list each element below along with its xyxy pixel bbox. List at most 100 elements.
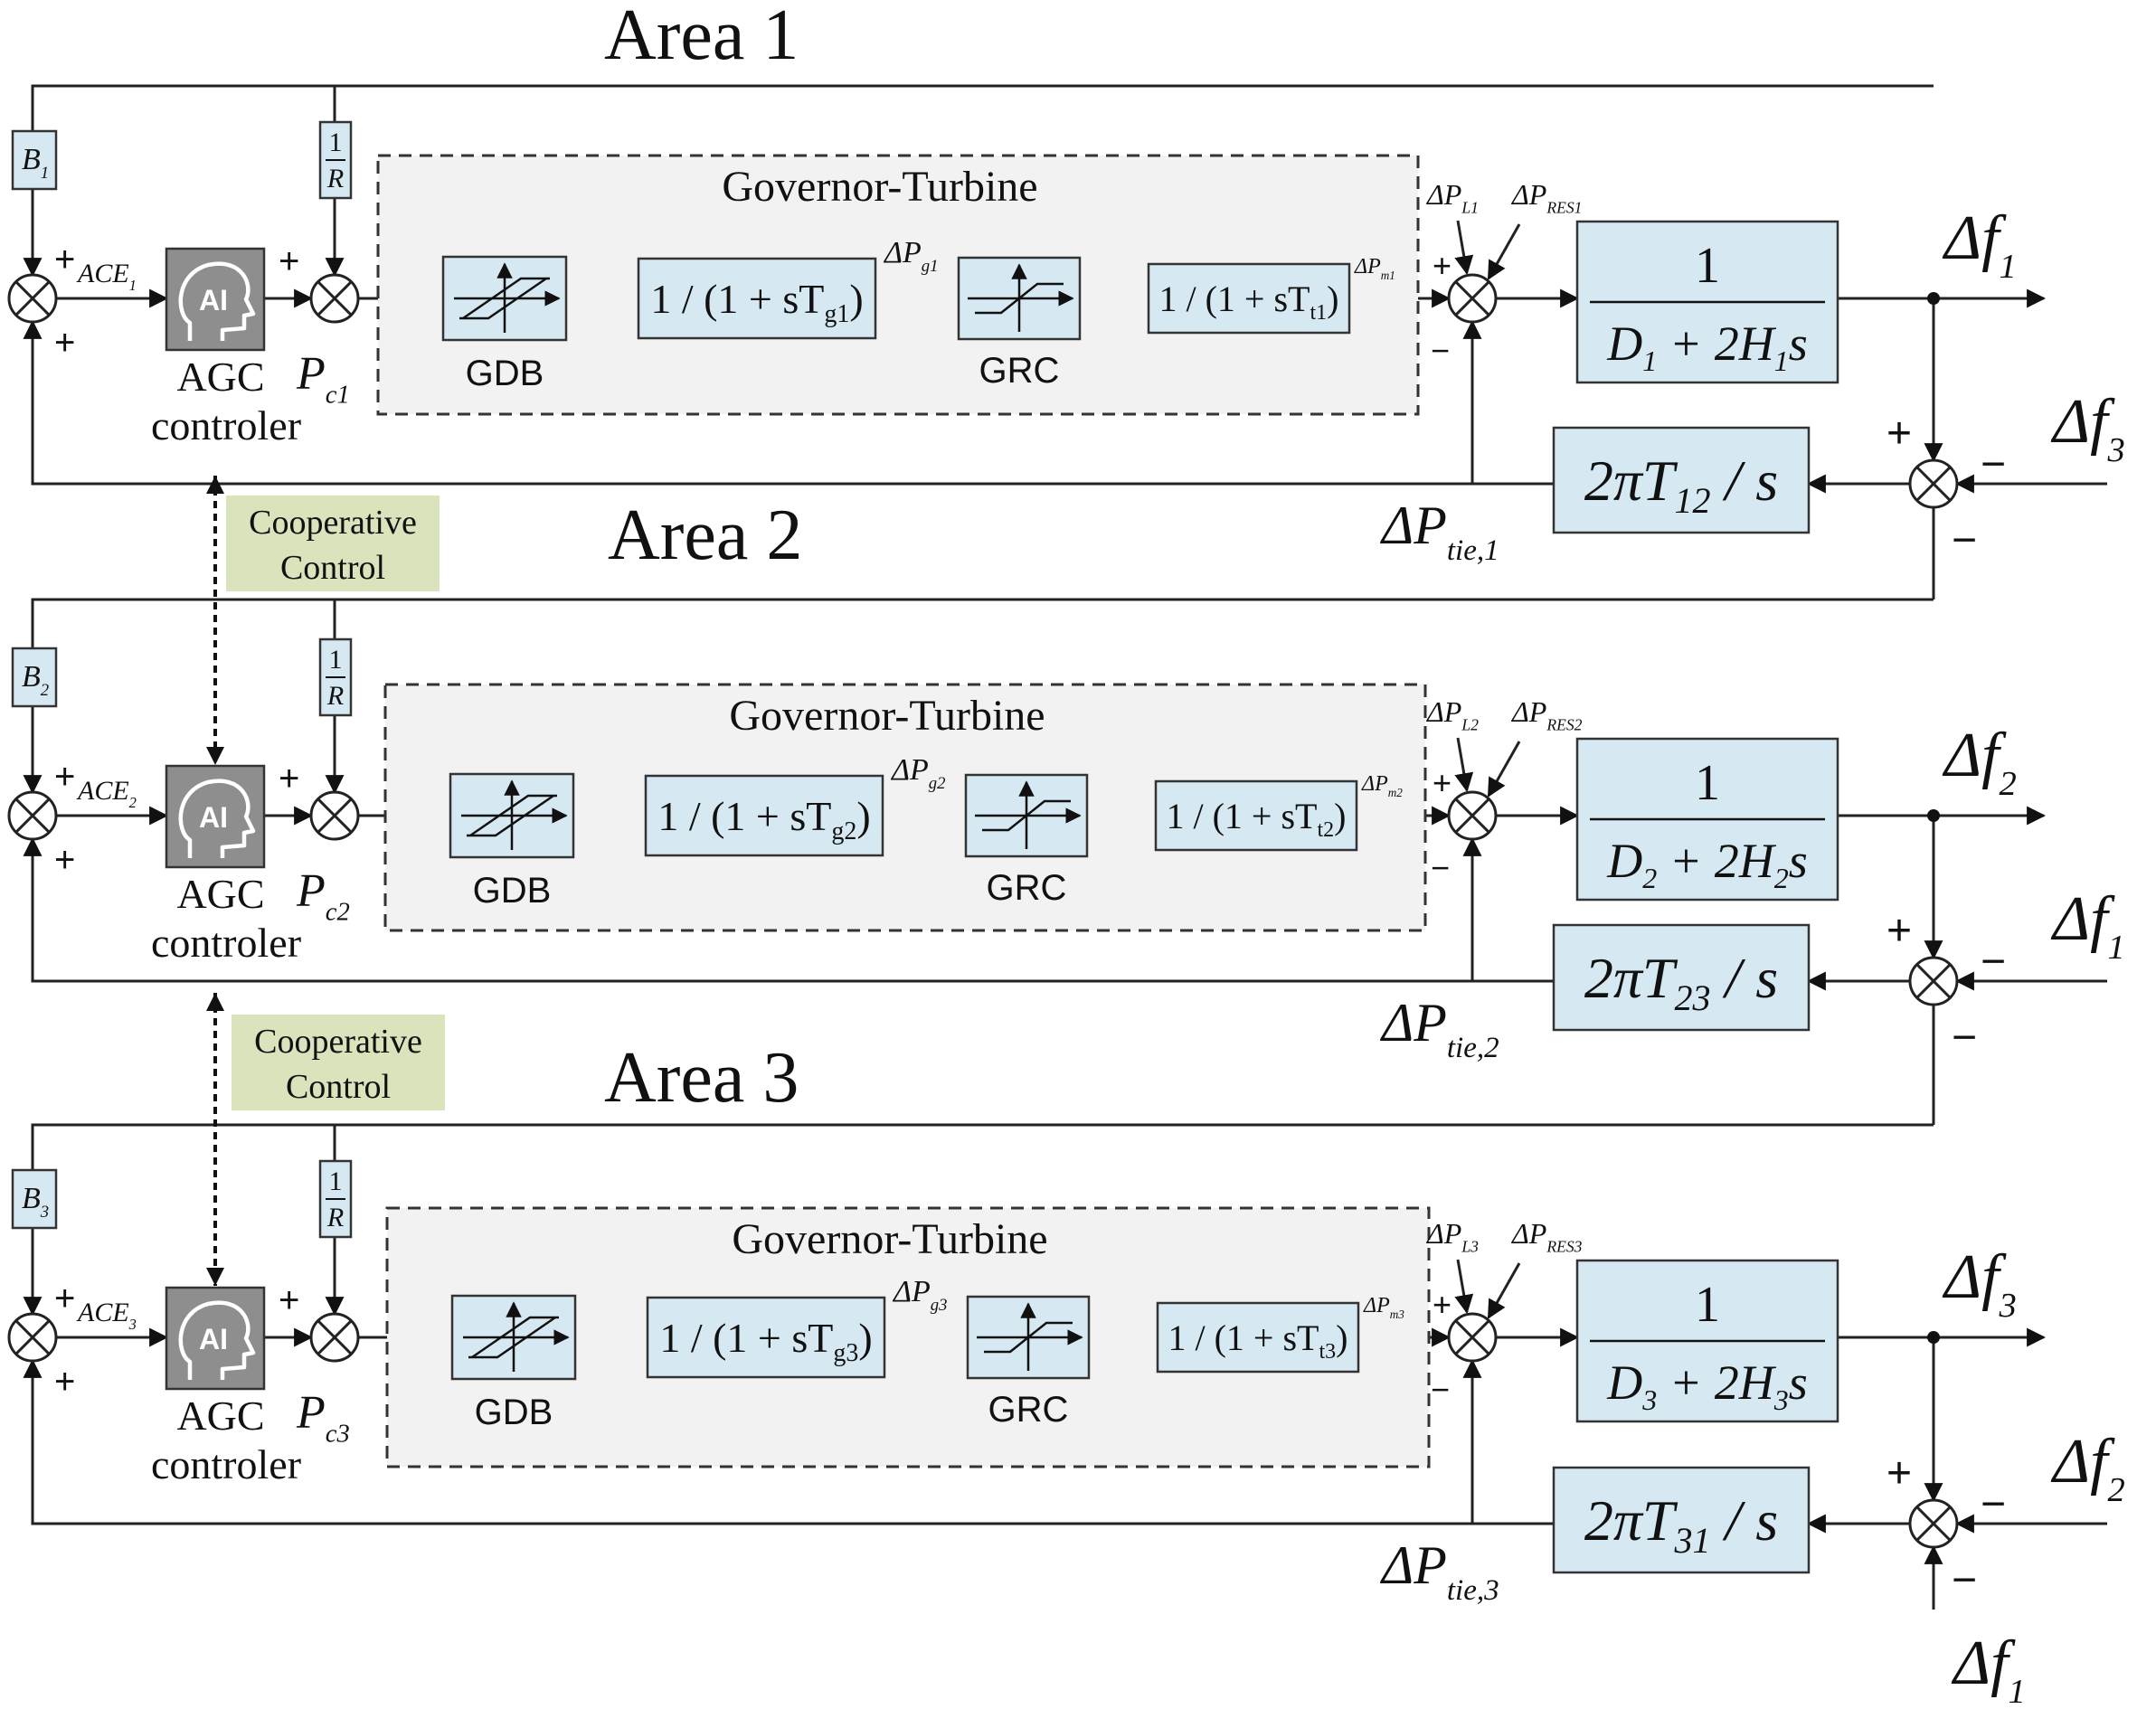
neighbor-frequency-input: Δf3 [2050, 387, 2125, 469]
sign-plus: + [1433, 1286, 1452, 1323]
tie-line-block [1552, 923, 1811, 1032]
plant-s: s [1789, 316, 1808, 371]
governor-tf-post: ) [858, 1315, 872, 1361]
signal-wire [1454, 737, 1474, 793]
governor-tf-pre: 1 / (1 + sT [657, 793, 831, 839]
tie-tf-text: 2πT23 / s [1584, 946, 1778, 1018]
dpres-label-sub: RES3 [1546, 1238, 1582, 1256]
dpm-label: ΔPm2 [1361, 772, 1403, 799]
plant-mid: + 2H [1657, 1355, 1776, 1410]
tie-line-power-label-main: ΔP [1380, 993, 1447, 1053]
governor-tf-sub: g1 [824, 300, 849, 328]
pc-label: Pc3 [296, 1387, 350, 1449]
grc-curve [975, 282, 1064, 315]
governor-tf-pre: 1 / (1 + sT [659, 1315, 833, 1361]
dpres-label-main: ΔP [1510, 695, 1546, 728]
governor-transfer-block [646, 1296, 886, 1379]
bias-label: B1 [22, 143, 49, 183]
bias-label-main: B [22, 1182, 41, 1215]
signal-wire [23, 1358, 1554, 1525]
governor-tf-post: ) [856, 793, 870, 839]
signal-wire [1487, 1262, 1521, 1319]
turbine-tf-post: ) [1334, 796, 1346, 836]
dpl-label-sub: L1 [1461, 199, 1479, 217]
droop-numerator: 1 [329, 1166, 343, 1196]
plant-numerator: 1 [1695, 238, 1720, 294]
neighbor-frequency-input-sub: 1 [2108, 929, 2125, 967]
tie-line-block [1552, 1466, 1811, 1574]
bias-label: B3 [22, 1182, 49, 1222]
signal-wire [1454, 1259, 1474, 1315]
turbine-tf-post: ) [1327, 279, 1338, 319]
ace-label: ACE2 [76, 776, 137, 811]
neighbor-frequency-input-main: Δf [2050, 884, 2115, 954]
signal-wire [23, 84, 1934, 278]
neighbor-frequency-input: Δf1 [2050, 884, 2125, 967]
signal-wire [23, 836, 1554, 983]
extra-frequency-input-main: Δf [1951, 1629, 2016, 1698]
dpl-label-sub: L3 [1461, 1238, 1479, 1256]
sign-plus: + [1886, 907, 1912, 955]
cooperative-label: Cooperative [249, 504, 417, 542]
neighbor-frequency-input-sub: 3 [2107, 431, 2125, 469]
droop-denominator: R [326, 681, 344, 711]
droop-denominator: R [326, 164, 344, 194]
plant-d-sub: 1 [1642, 345, 1657, 377]
droop-numerator: 1 [329, 645, 343, 675]
governor-turbine-label: Governor-Turbine [732, 1215, 1047, 1263]
sum-cross [1454, 798, 1490, 834]
bias-label-sub: 3 [40, 1203, 49, 1222]
sign-plus: + [279, 759, 299, 798]
ace-label: ACE3 [76, 1298, 137, 1333]
tie-line-power-label-sub: tie,3 [1447, 1574, 1499, 1607]
dpl-label-main: ΔP [1425, 178, 1461, 211]
gdb-label: GDB [466, 354, 544, 393]
dpg-label: ΔPg1 [883, 236, 938, 276]
sum-cross [1454, 280, 1490, 316]
pc-label-main: P [296, 1387, 326, 1439]
neighbor-frequency-input-main: Δf [2050, 387, 2115, 457]
dpl-label-main: ΔP [1425, 1217, 1461, 1250]
plant-mid: + 2H [1657, 316, 1776, 371]
governor-tf-pre: 1 / (1 + sT [650, 276, 824, 322]
turbine-tf-text: 1 / (1 + sTt1) [1159, 279, 1339, 325]
plant-d-sub: 3 [1641, 1383, 1657, 1416]
gdb-curve [462, 277, 550, 320]
sign-minus: − [1431, 849, 1450, 886]
frequency-deviation-output: Δf1 [1942, 203, 2017, 286]
dpm-label-main: ΔP [1354, 255, 1381, 279]
dpl-label: ΔPL3 [1425, 1217, 1479, 1256]
ace-label-main: ACE [76, 776, 129, 806]
ai-icon-text: AI [199, 801, 228, 834]
sign-minus: − [1981, 1480, 2006, 1528]
sign-plus: + [1886, 1449, 1912, 1497]
dpg-label-sub: g2 [929, 774, 946, 793]
cooperative-control-box [226, 496, 440, 591]
cooperative-arrow-head [206, 1268, 224, 1286]
branch-point [1927, 1331, 1940, 1344]
cooperative-label: Cooperative [254, 1023, 422, 1061]
ai-icon-text: AI [199, 1323, 228, 1355]
cooperative-control-box [232, 1015, 445, 1110]
grc-label: GRC [987, 868, 1067, 908]
pc-label-sub: c1 [326, 382, 350, 410]
dpg-label: ΔPg3 [892, 1275, 947, 1315]
turbine-tf-pre: 1 / (1 + sT [1159, 279, 1310, 319]
neighbor-frequency-input-main: Δf [2050, 1427, 2115, 1497]
gdb-curve [471, 1316, 559, 1359]
sum-cross [14, 280, 51, 316]
dpl-label: ΔPL1 [1425, 178, 1479, 217]
turbine-tf-pre: 1 / (1 + sT [1168, 1317, 1319, 1358]
governor-turbine-label: Governor-Turbine [722, 163, 1037, 211]
tie-line-power-label: ΔPtie,1 [1380, 496, 1499, 567]
plant-d: D [1606, 1355, 1642, 1410]
sign-plus: + [54, 840, 75, 880]
dpm-label-main: ΔP [1363, 1294, 1390, 1317]
dpres-label-main: ΔP [1510, 178, 1546, 211]
tie-line-power-label: ΔPtie,2 [1380, 993, 1499, 1064]
area-title: Area 1 [604, 0, 799, 75]
tie-tf-pre: 2πT [1584, 1488, 1678, 1553]
tie-tf-text: 2πT31 / s [1584, 1488, 1778, 1561]
governor-tf-sub: g2 [831, 817, 856, 845]
bias-label: B2 [22, 660, 49, 700]
